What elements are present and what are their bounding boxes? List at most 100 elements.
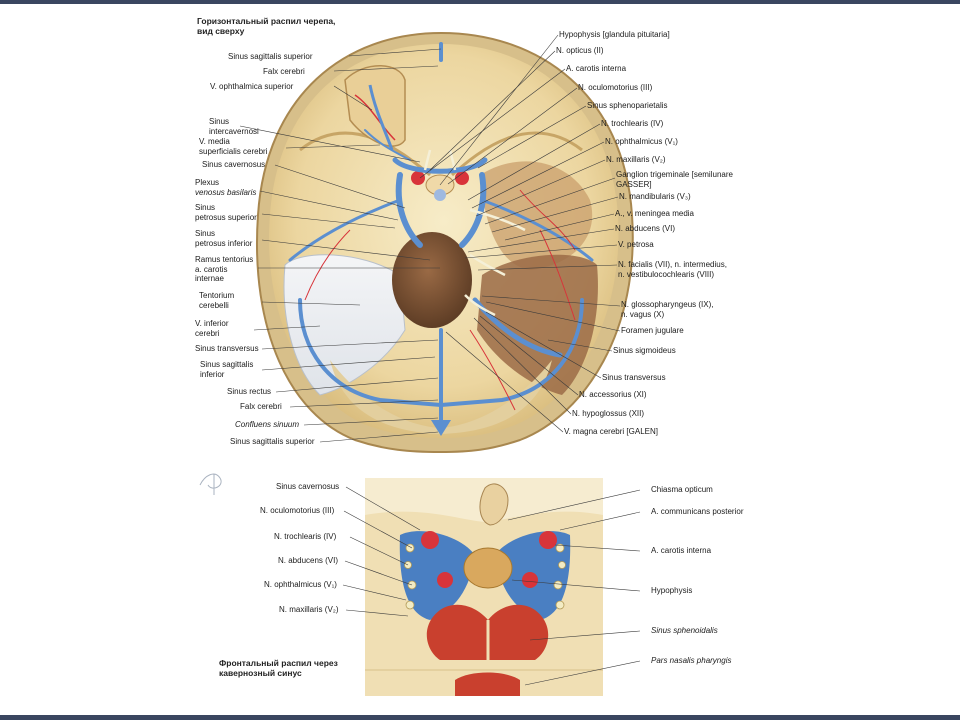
label-n-mandibularis: N. mandibularis (V₃)	[619, 192, 691, 202]
label-line: A. carotis interna	[566, 64, 627, 73]
label-line: intercavernosi	[209, 126, 259, 136]
label-line: N. glossopharyngeus (IX),	[621, 300, 714, 309]
label-confluens-sinuum: Confluens sinuum	[235, 420, 299, 430]
label-line: N. abducens (VI)	[615, 224, 676, 233]
label-line: Sinus transversus	[195, 344, 259, 353]
label-n-facialis: N. facialis (VII), n. intermedius,n. ves…	[618, 260, 727, 279]
label-n-hypoglossus: N. hypoglossus (XII)	[572, 409, 644, 419]
label-sinus-transversus-right: Sinus transversus	[602, 373, 666, 383]
label-line: Sinus sigmoideus	[613, 346, 676, 355]
label-n-accessorius: N. accessorius (XI)	[579, 390, 647, 400]
bottom-title-line-1: Фронтальный распил через	[219, 658, 338, 668]
label-line: Tentorium	[199, 291, 235, 300]
label-line: GASSER]	[616, 179, 652, 189]
label-line: Foramen jugulare	[621, 326, 684, 335]
pharynx	[455, 672, 520, 696]
label-sinus-sphenoidalis: Sinus sphenoidalis	[651, 626, 718, 636]
label-n-abducens-bottom: N. abducens (VI)	[278, 556, 338, 566]
label-line: cerebelli	[199, 300, 229, 310]
label-line: Sinus sphenoidalis	[651, 626, 718, 635]
label-line: Hypophysis [glandula pituitaria]	[559, 30, 670, 39]
label-line: venosus basilaris	[195, 187, 257, 197]
label-line: inferior	[200, 369, 225, 379]
label-n-trochlearis-top: N. trochlearis (IV)	[601, 119, 663, 129]
scribble-mark	[199, 473, 222, 495]
label-line: Sinus cavernosus	[202, 160, 266, 169]
label-foramen-jugulare: Foramen jugulare	[621, 326, 684, 336]
hypophysis-section	[463, 547, 513, 589]
label-sinus-transversus-left: Sinus transversus	[195, 344, 259, 354]
label-n-oculomotorius-top: N. oculomotorius (III)	[578, 83, 652, 93]
label-n-trochlearis-bottom: N. trochlearis (IV)	[274, 532, 336, 542]
label-line: Falx cerebri	[263, 67, 305, 76]
label-line: Ramus tentorius	[195, 255, 254, 264]
label-line: N. mandibularis (V₃)	[619, 192, 691, 201]
label-n-glossopharyngeus: N. glossopharyngeus (IX),n. vagus (X)	[621, 300, 714, 319]
label-n-ophthalmicus-top: N. ophthalmicus (V₁)	[605, 137, 678, 147]
label-n-maxillaris-bottom: N. maxillaris (V₂)	[279, 605, 339, 615]
label-line: petrosus inferior	[195, 238, 253, 248]
label-line: V. inferior	[195, 319, 229, 328]
label-sinus-sagittalis-superior-top: Sinus sagittalis superior	[228, 52, 312, 62]
label-line: Sinus	[195, 229, 216, 238]
bottom-title-line-2: кавернозный синус	[219, 668, 302, 678]
label-line: V. ophthalmica superior	[210, 82, 294, 91]
label-line: Confluens sinuum	[235, 420, 300, 429]
label-line: Hypophysis	[651, 586, 693, 595]
label-chiasma-opticum: Chiasma opticum	[651, 485, 713, 495]
label-line: N. maxillaris (V₂)	[606, 155, 666, 164]
label-sinus-cavernosus-bottom: Sinus cavernosus	[276, 482, 339, 492]
label-line: Pars nasalis pharyngis	[651, 656, 732, 665]
label-v-ophthalmica-superior: V. ophthalmica superior	[210, 82, 293, 92]
label-line: Plexus	[195, 178, 220, 187]
label-line: Sinus rectus	[227, 387, 272, 396]
label-line: Sinus sagittalis superior	[228, 52, 313, 61]
label-n-oculomotorius-bottom: N. oculomotorius (III)	[260, 506, 334, 516]
label-line: N. trochlearis (IV)	[601, 119, 664, 128]
label-sinus-cavernosus-top: Sinus cavernosus	[202, 160, 265, 170]
label-n-maxillaris-top: N. maxillaris (V₂)	[606, 155, 666, 165]
skull-horizontal-section	[256, 31, 634, 454]
label-sinus-sigmoideus: Sinus sigmoideus	[613, 346, 676, 356]
label-line: Sinus sagittalis	[200, 360, 254, 369]
label-v-petrosa: V. petrosa	[618, 240, 654, 250]
label-hypophysis: Hypophysis [glandula pituitaria]	[559, 30, 670, 40]
label-line: V. petrosa	[618, 240, 654, 249]
label-sinus-rectus: Sinus rectus	[227, 387, 271, 397]
label-a-carotis-interna-bottom: A. carotis interna	[651, 546, 711, 556]
label-a-carotis-interna-top: A. carotis interna	[566, 64, 626, 74]
label-a-v-meningea-media: A., v. meningea media	[615, 209, 694, 219]
label-line: N. opticus (II)	[556, 46, 604, 55]
label-hypophysis-bottom: Hypophysis	[651, 586, 692, 596]
label-line: Sinus	[209, 117, 230, 126]
label-v-magna-cerebri: V. magna cerebri [GALEN]	[564, 427, 658, 437]
label-falx-cerebri-bottom: Falx cerebri	[240, 402, 282, 412]
cavernous-left	[399, 531, 475, 620]
chiasma-section	[479, 483, 509, 526]
cavernous-sinus-frontal-section	[365, 478, 603, 696]
label-line: a. carotis	[195, 264, 228, 274]
label-line: N. abducens (VI)	[278, 556, 339, 565]
label-line: Falx cerebri	[240, 402, 282, 411]
label-line: N. oculomotorius (III)	[578, 83, 653, 92]
label-line: A. communicans posterior	[651, 507, 744, 516]
label-sinus-sagittalis-superior-bottom: Sinus sagittalis superior	[230, 437, 314, 447]
top-frame-bar	[0, 0, 960, 4]
label-line: n. vagus (X)	[621, 309, 665, 319]
label-line: superficialis cerebri	[199, 146, 268, 156]
tentorium-left	[283, 254, 406, 396]
label-pars-nasalis-pharyngis: Pars nasalis pharyngis	[651, 656, 731, 666]
label-line: N. accessorius (XI)	[579, 390, 647, 399]
label-line: V. media	[199, 137, 230, 146]
label-falx-cerebri-top: Falx cerebri	[263, 67, 305, 77]
label-line: Sinus cavernosus	[276, 482, 340, 491]
top-title-line-1: Горизонтальный распил черепа,	[197, 16, 336, 26]
label-line: internae	[195, 274, 224, 283]
label-line: A., v. meningea media	[615, 209, 695, 218]
